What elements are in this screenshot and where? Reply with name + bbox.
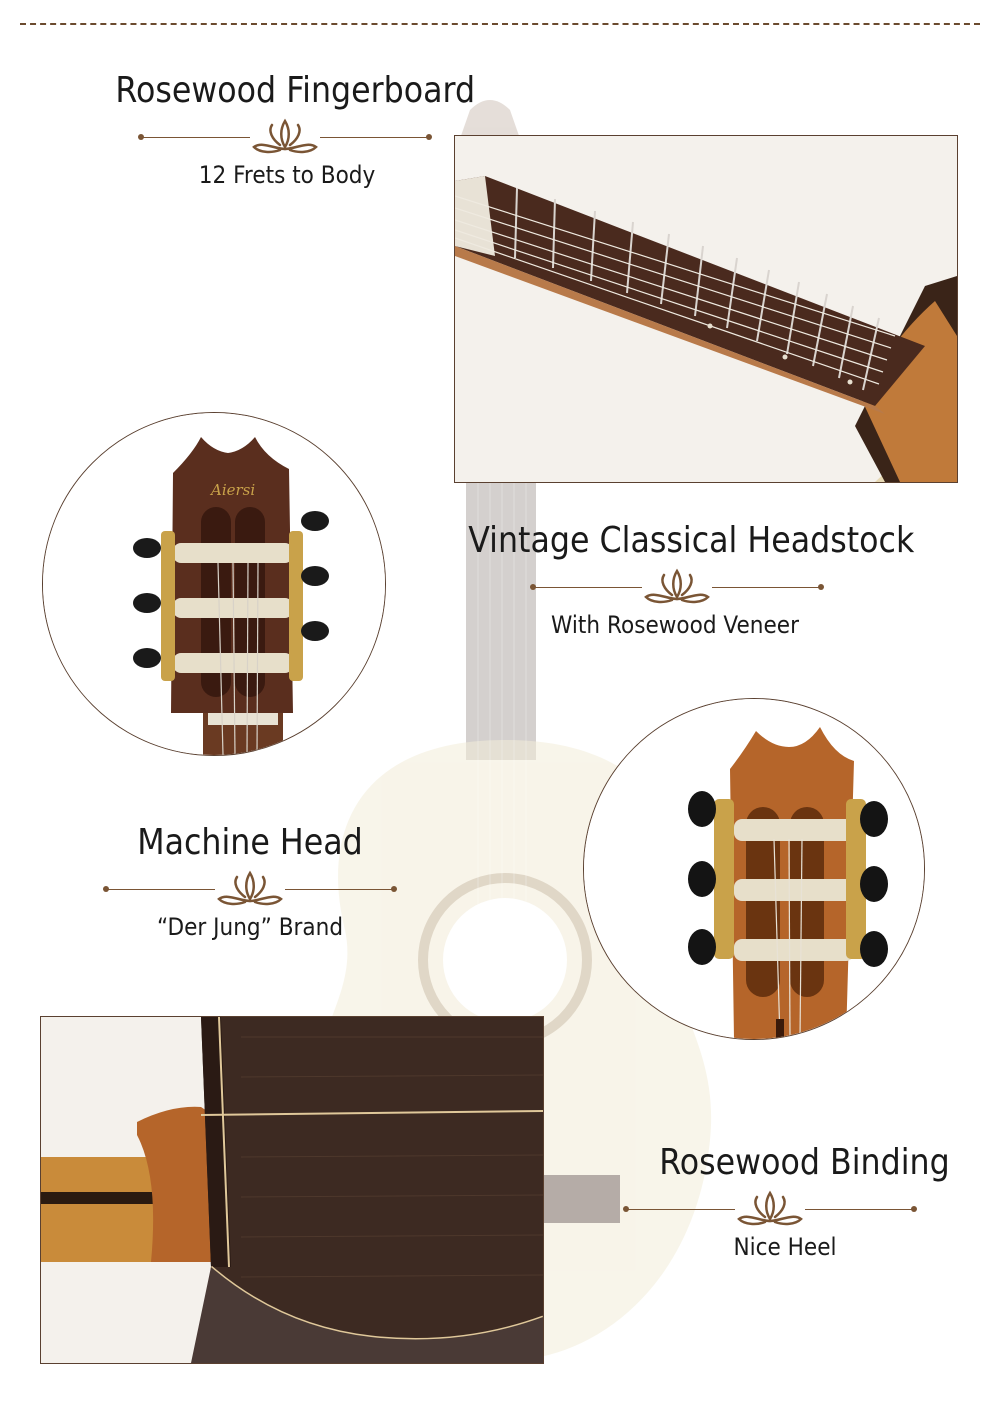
fingerboard-image bbox=[455, 136, 957, 482]
feature-machine-head: Machine Head “Der Jung” Brand bbox=[100, 822, 400, 941]
ornament-divider bbox=[103, 869, 397, 909]
feature-title: Rosewood Fingerboard bbox=[115, 70, 476, 111]
feature-subtitle: With Rosewood Veneer bbox=[551, 611, 799, 639]
feature-subtitle: “Der Jung” Brand bbox=[156, 913, 344, 941]
top-dashed-divider bbox=[20, 23, 980, 25]
feature-title: Rosewood Binding bbox=[659, 1142, 950, 1183]
feature-binding: Rosewood Binding Nice Heel bbox=[623, 1142, 960, 1261]
ornament-divider bbox=[623, 1189, 917, 1229]
feature-title: Vintage Classical Headstock bbox=[468, 520, 915, 561]
feature-headstock: Vintage Classical Headstock With Rosewoo… bbox=[440, 520, 915, 639]
rosewood-headstock-image: Aiersi bbox=[43, 413, 385, 755]
flourish-ornament-icon bbox=[737, 1190, 803, 1226]
flourish-ornament-icon bbox=[217, 870, 283, 906]
fingerboard-photo bbox=[454, 135, 958, 483]
feature-title: Machine Head bbox=[137, 822, 363, 863]
binding-image bbox=[41, 1017, 543, 1363]
feature-fingerboard: Rosewood Fingerboard 12 Frets to Body bbox=[92, 70, 482, 189]
machine-head-image bbox=[584, 699, 924, 1039]
flourish-ornament-icon bbox=[252, 118, 318, 154]
feature-subtitle: 12 Frets to Body bbox=[198, 161, 376, 189]
ornament-divider bbox=[138, 117, 432, 157]
rosewood-headstock-photo: Aiersi bbox=[42, 412, 386, 756]
ornament-divider bbox=[530, 567, 824, 607]
feature-subtitle: Nice Heel bbox=[733, 1233, 837, 1261]
headstock-logo: Aiersi bbox=[209, 481, 255, 499]
machine-head-photo bbox=[583, 698, 925, 1040]
flourish-ornament-icon bbox=[644, 568, 710, 604]
binding-photo bbox=[40, 1016, 544, 1364]
